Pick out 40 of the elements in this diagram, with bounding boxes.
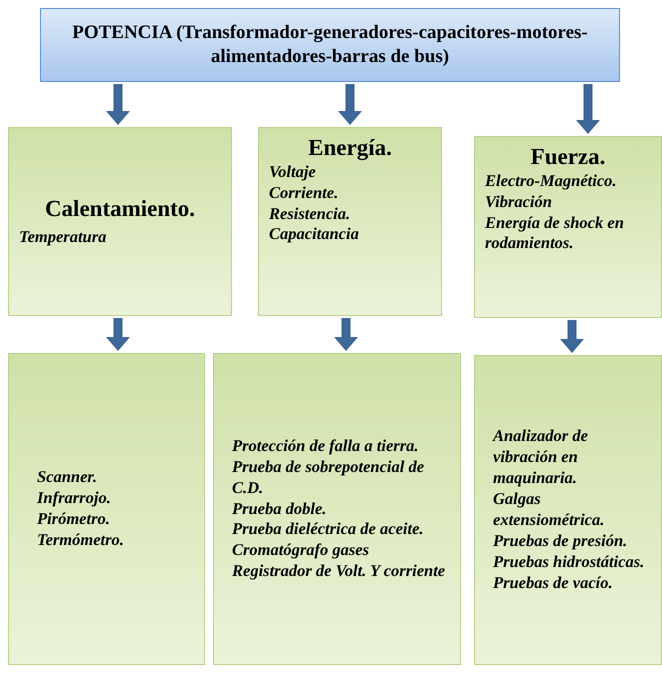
list-item: Temperatura — [19, 226, 108, 248]
list-item: Registrador de Volt. Y corriente — [232, 561, 446, 582]
category-heading: Calentamiento. — [44, 195, 196, 223]
arrow — [560, 320, 584, 353]
category-box — [474, 136, 662, 318]
list-item: Corriente. — [269, 182, 340, 204]
list-item: Prueba doble. — [232, 498, 328, 520]
list-item: Pruebas de vacío. — [493, 572, 614, 594]
category-heading: Energía. — [307, 134, 393, 162]
list-item: Capacitancia — [269, 224, 360, 246]
arrow — [106, 84, 130, 125]
list-item: Pruebas de presión. — [493, 530, 628, 552]
list-item: Electro-Magnético. — [485, 170, 618, 192]
method-box — [213, 353, 461, 665]
method-box — [8, 353, 205, 665]
list-item: Vibración — [485, 192, 553, 212]
list-item: Resistencia. — [269, 204, 352, 224]
category-box — [8, 127, 232, 316]
list-item: Cromatógrafo gases — [232, 540, 370, 562]
heading: POTENCIA (Transformador-generadores-capacitores-motores-alimentadores-barras de bus) — [71, 20, 589, 69]
list-item: Protección de falla a tierra. — [232, 436, 420, 457]
list-item: Pruebas hidrostáticas. — [493, 552, 646, 573]
list-item: Scanner. — [37, 467, 98, 488]
list-item: Voltaje — [269, 162, 317, 183]
list-item: Termómetro. — [37, 530, 125, 551]
category-heading: Fuerza. — [530, 143, 606, 171]
category-box — [258, 127, 442, 316]
list-item: Energía de shock en rodamientos. — [485, 212, 625, 254]
method-box — [474, 355, 662, 665]
title-box — [40, 8, 620, 82]
arrow — [338, 84, 362, 125]
list-item: Prueba de sobrepotencial de C.D. — [232, 456, 426, 499]
list-item: Analizador de vibración en maquinaria. — [493, 426, 589, 490]
list-item: Pirómetro. — [37, 509, 111, 530]
list-item: Infrarrojo. — [37, 488, 112, 509]
list-item: Prueba dieléctrica de aceite. — [232, 519, 425, 540]
arrow — [106, 318, 130, 351]
arrow — [334, 318, 358, 351]
list-item: Galgas extensiométrica. — [493, 489, 606, 531]
arrow — [576, 84, 600, 134]
